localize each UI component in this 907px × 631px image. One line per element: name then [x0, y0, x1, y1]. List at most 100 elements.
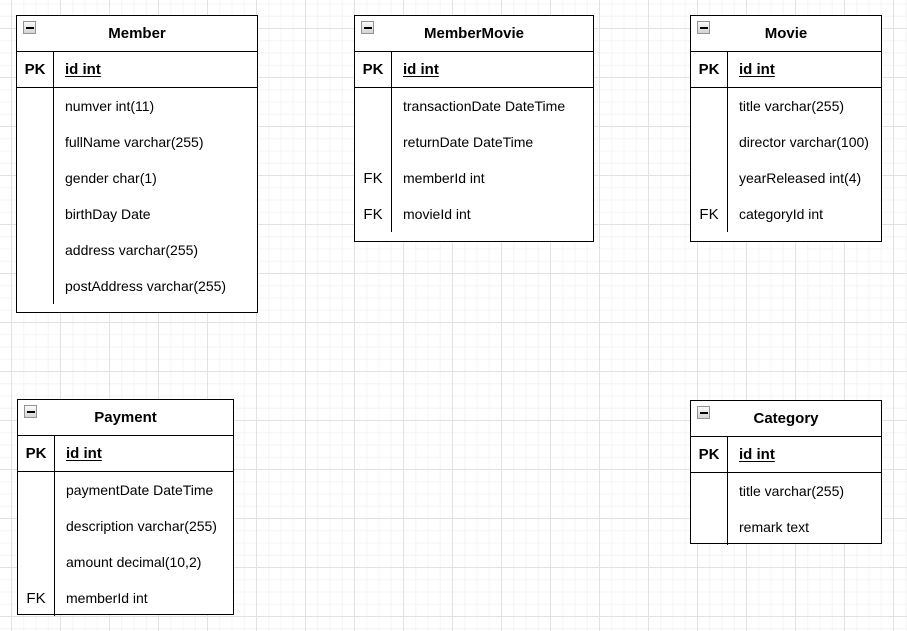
field-label: paymentDate DateTime	[66, 482, 214, 498]
field-row[interactable]: yearReleased int(4)	[691, 160, 881, 196]
field-row[interactable]: postAddress varchar(255)	[17, 268, 257, 304]
field-row[interactable]: FK memberId int	[18, 580, 233, 616]
field-row[interactable]: FK movieId int	[355, 196, 593, 232]
field-label: yearReleased int(4)	[739, 170, 862, 186]
key-cell: PK	[17, 52, 54, 87]
primary-key-row[interactable]: PK id int	[691, 437, 881, 473]
field-label: fullName varchar(255)	[65, 134, 204, 150]
key-cell	[691, 88, 728, 124]
field-row[interactable]: director varchar(100)	[691, 124, 881, 160]
key-cell	[17, 232, 54, 268]
field-label: gender char(1)	[65, 170, 157, 186]
field-label: title varchar(255)	[739, 483, 845, 499]
primary-key-row[interactable]: PK id int	[691, 52, 881, 88]
table-header[interactable]: Movie	[691, 16, 881, 52]
field-label: id int	[65, 61, 101, 78]
field-row[interactable]: remark text	[691, 509, 881, 545]
field-label: description varchar(255)	[66, 518, 217, 534]
field-row[interactable]: transactionDate DateTime	[355, 88, 593, 124]
collapse-icon[interactable]	[361, 21, 374, 34]
field-row[interactable]: description varchar(255)	[18, 508, 233, 544]
field-label: title varchar(255)	[739, 98, 845, 114]
table-title: Member	[108, 25, 166, 42]
table-title: Movie	[764, 25, 808, 42]
key-cell: FK	[355, 160, 392, 196]
key-cell	[355, 88, 392, 124]
table-header[interactable]: Member	[17, 16, 257, 52]
field-label: remark text	[739, 519, 810, 535]
key-cell: PK	[691, 437, 728, 472]
field-row[interactable]: returnDate DateTime	[355, 124, 593, 160]
field-label: transactionDate DateTime	[403, 98, 566, 114]
key-cell	[691, 509, 728, 545]
field-row[interactable]: title varchar(255)	[691, 473, 881, 509]
key-cell	[17, 88, 54, 124]
field-row[interactable]: birthDay Date	[17, 196, 257, 232]
minus-glyph	[363, 26, 372, 29]
key-cell	[17, 124, 54, 160]
minus-glyph	[699, 411, 708, 414]
field-row[interactable]: title varchar(255)	[691, 88, 881, 124]
table-title: Payment	[94, 409, 157, 426]
key-cell	[17, 196, 54, 232]
field-label: movieId int	[403, 206, 471, 222]
minus-glyph	[25, 26, 34, 29]
key-cell: PK	[691, 52, 728, 87]
field-label: categoryId int	[739, 206, 824, 222]
key-cell	[691, 160, 728, 196]
field-row[interactable]: amount decimal(10,2)	[18, 544, 233, 580]
key-cell: FK	[18, 580, 55, 616]
table-header[interactable]: MemberMovie	[355, 16, 593, 52]
minus-glyph	[26, 410, 35, 413]
minus-glyph	[699, 26, 708, 29]
field-row[interactable]: gender char(1)	[17, 160, 257, 196]
collapse-icon[interactable]	[24, 405, 37, 418]
field-row[interactable]: numver int(11)	[17, 88, 257, 124]
key-cell: PK	[18, 436, 55, 471]
primary-key-row[interactable]: PK id int	[355, 52, 593, 88]
field-row[interactable]: FK memberId int	[355, 160, 593, 196]
key-cell	[691, 473, 728, 509]
field-label: amount decimal(10,2)	[66, 554, 202, 570]
field-label: memberId int	[66, 590, 148, 606]
field-label: id int	[403, 61, 439, 78]
field-label: director varchar(100)	[739, 134, 869, 150]
key-cell	[18, 472, 55, 508]
collapse-icon[interactable]	[697, 406, 710, 419]
primary-key-row[interactable]: PK id int	[17, 52, 257, 88]
field-label: address varchar(255)	[65, 242, 199, 258]
table-header[interactable]: Payment	[18, 400, 233, 436]
field-label: postAddress varchar(255)	[65, 278, 227, 294]
collapse-icon[interactable]	[23, 21, 36, 34]
key-cell	[18, 544, 55, 580]
key-cell	[355, 124, 392, 160]
key-cell: PK	[355, 52, 392, 87]
field-label: memberId int	[403, 170, 485, 186]
field-row[interactable]: paymentDate DateTime	[18, 472, 233, 508]
table-title: MemberMovie	[423, 25, 525, 42]
key-cell: FK	[355, 196, 392, 232]
field-label: id int	[66, 445, 102, 462]
field-label: birthDay Date	[65, 206, 151, 222]
field-row[interactable]: address varchar(255)	[17, 232, 257, 268]
table-title: Category	[753, 410, 819, 427]
key-cell	[17, 268, 54, 304]
key-cell	[691, 124, 728, 160]
field-label: numver int(11)	[65, 98, 155, 114]
key-cell	[17, 160, 54, 196]
primary-key-row[interactable]: PK id int	[18, 436, 233, 472]
table-header[interactable]: Category	[691, 401, 881, 437]
field-row[interactable]: fullName varchar(255)	[17, 124, 257, 160]
collapse-icon[interactable]	[697, 21, 710, 34]
key-cell	[18, 508, 55, 544]
field-label: id int	[739, 446, 775, 463]
field-label: id int	[739, 61, 775, 78]
field-label: returnDate DateTime	[403, 134, 534, 150]
